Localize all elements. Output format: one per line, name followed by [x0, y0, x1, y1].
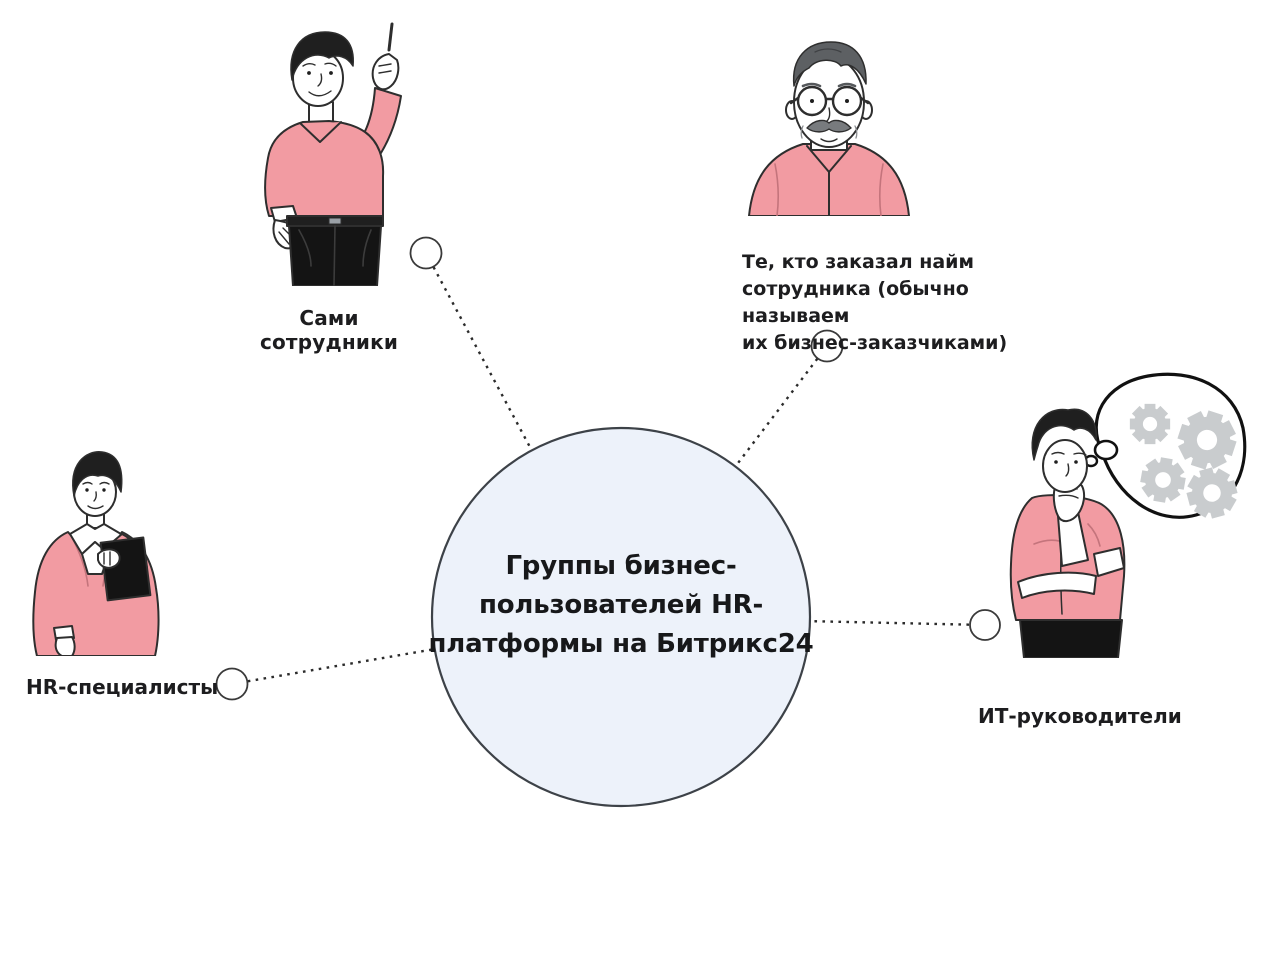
sweater — [264, 120, 385, 217]
illustration-it-leaders — [998, 366, 1250, 658]
pen-icon — [387, 22, 394, 52]
hand — [97, 548, 121, 569]
older-man-illustration — [748, 41, 910, 216]
pants — [1019, 619, 1123, 658]
man-pointing-up-illustration — [264, 22, 402, 286]
label-customers-line1: Те, кто заказал найм — [742, 251, 975, 273]
central-circle-title: Группы бизнес- пользователей HR- платфор… — [421, 547, 821, 664]
gray-hair — [792, 41, 867, 87]
woman-with-folder-illustration — [32, 451, 160, 656]
illustration-customers — [745, 22, 913, 216]
label-customers-line2: сотрудника (обычно называем — [742, 278, 969, 327]
glasses-icon — [789, 85, 870, 117]
label-customers: Те, кто заказал найм сотрудника (обычно … — [742, 249, 1077, 357]
hair — [72, 451, 123, 497]
crossed-arm — [1017, 571, 1097, 599]
hair — [290, 31, 354, 81]
face — [1042, 439, 1088, 493]
label-customers-line3: их бизнес-заказчиками) — [742, 332, 1008, 354]
connector-node-employees — [409, 236, 443, 270]
connector-node-hr — [215, 667, 249, 701]
illustration-employees — [243, 16, 433, 286]
label-hr-specialists: HR-специалисты — [26, 675, 219, 699]
label-employees: Сами сотрудники — [259, 306, 399, 354]
central-title-line3: платформы на Битрикс24 — [428, 629, 814, 659]
connector-node-customers — [810, 329, 844, 363]
central-title-line1: Группы бизнес- — [505, 551, 737, 581]
central-title-line2: пользователей HR- — [478, 590, 764, 620]
label-it-leaders: ИТ-руководители — [978, 704, 1182, 728]
mustache — [806, 119, 852, 133]
connector-node-it — [969, 609, 1001, 641]
thinking-man-illustration — [1009, 372, 1247, 658]
hair — [1031, 408, 1097, 461]
illustration-hr-specialists — [24, 442, 180, 656]
folder — [99, 536, 152, 602]
central-circle — [430, 426, 812, 808]
gear-icon — [1129, 403, 1171, 445]
hand — [54, 636, 76, 656]
